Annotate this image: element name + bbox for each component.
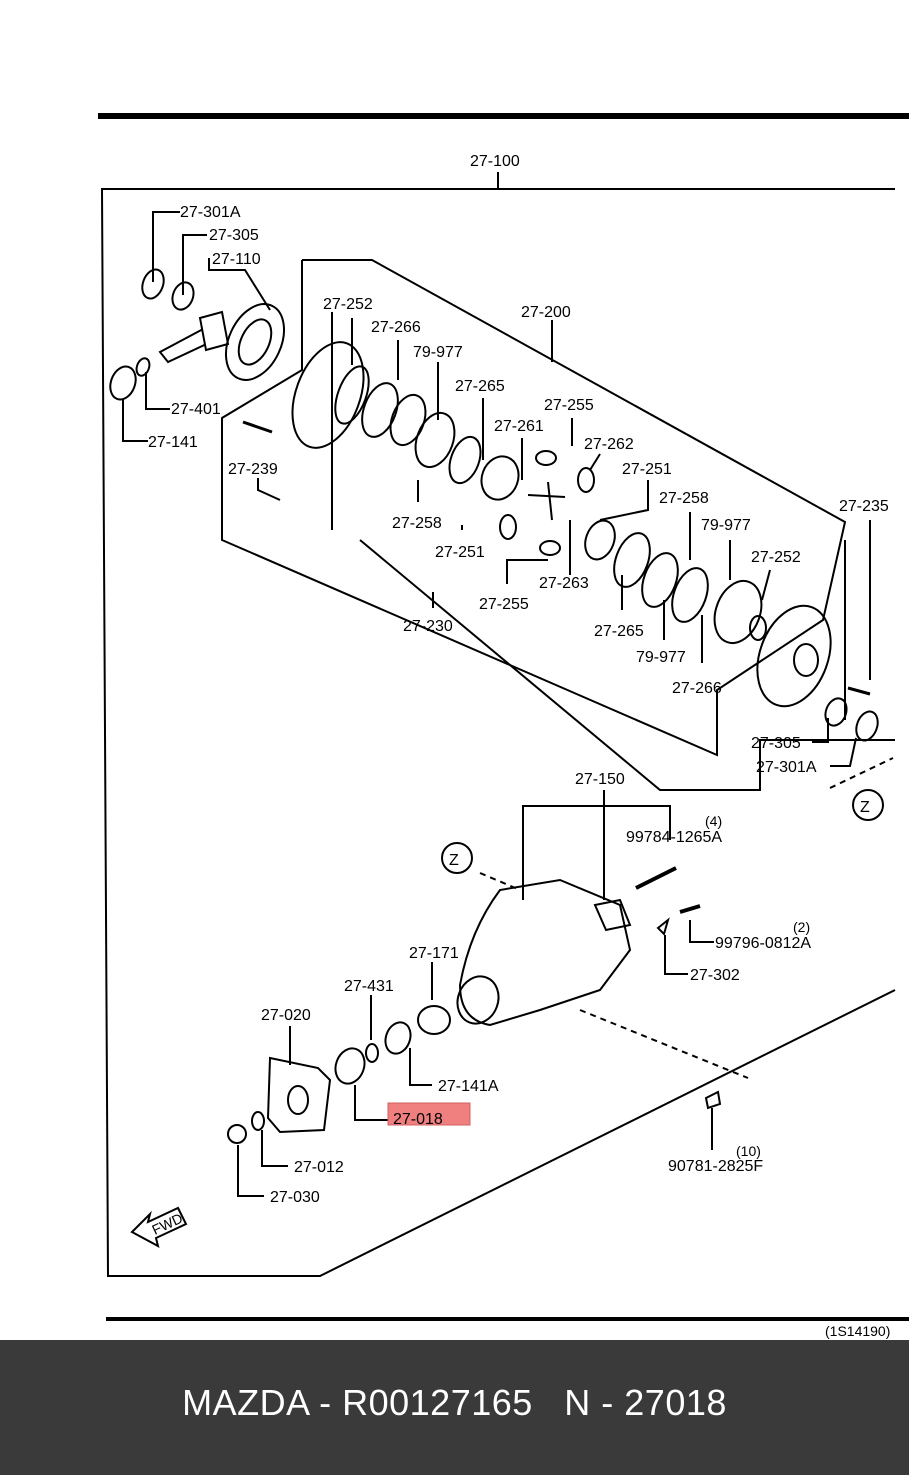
label-27-258-left: 27-258 <box>392 515 442 532</box>
label-27-431: 27-431 <box>344 978 394 995</box>
part-caption: MAZDA - R00127165 N - 27018 <box>182 1381 727 1423</box>
label-qty-10: (10) <box>736 1143 761 1159</box>
label-27-263: 27-263 <box>539 575 589 592</box>
label-27-301a-top: 27-301A <box>180 204 241 221</box>
side-gear-icon <box>480 455 520 501</box>
label-27-018: 27-018 <box>393 1111 443 1128</box>
oil-seal-front-icon <box>334 1047 366 1085</box>
label-27-262: 27-262 <box>584 436 634 453</box>
label-27-252-top: 27-252 <box>323 296 373 313</box>
label-27-255-top: 27-255 <box>544 397 594 414</box>
differential-parts <box>291 318 894 789</box>
zone-marker-right <box>852 789 884 821</box>
zone-marker-left <box>441 842 473 874</box>
highlight-box <box>387 1102 471 1126</box>
label-27-265-bottom: 27-265 <box>594 623 644 640</box>
label-qty-2: (2) <box>793 919 810 935</box>
label-79-977-bottom: 79-977 <box>636 649 686 666</box>
fwd-arrow-icon: FWD <box>130 1206 188 1248</box>
label-27-305-top: 27-305 <box>209 227 259 244</box>
differential-frame <box>221 259 847 757</box>
ring-gear-icon <box>224 303 286 381</box>
label-99796-0812a: 99796-0812A <box>715 935 811 952</box>
washer-small-icon <box>251 1111 265 1131</box>
carrier-housing-icon <box>458 878 632 1027</box>
label-27-258-right: 27-258 <box>659 490 709 507</box>
zone-label-right: Z <box>860 799 870 816</box>
label-27-265-top: 27-265 <box>455 378 505 395</box>
label-27-030: 27-030 <box>270 1189 320 1206</box>
diagram-code: (1S14190) <box>825 1323 890 1339</box>
pinion-gear-icon <box>535 450 557 466</box>
label-27-100: 27-100 <box>470 153 520 170</box>
oil-seal-icon <box>141 268 165 300</box>
label-27-230: 27-230 <box>403 618 453 635</box>
label-99784-1265a: 99784-1265A <box>626 829 722 846</box>
bearing-icon <box>171 281 195 311</box>
label-qty-4: (4) <box>705 813 722 829</box>
label-27-255-bottom: 27-255 <box>479 596 529 613</box>
label-27-252-right: 27-252 <box>751 549 801 566</box>
label-27-239: 27-239 <box>228 461 278 478</box>
label-27-012: 27-012 <box>294 1159 344 1176</box>
label-27-251-left: 27-251 <box>435 544 485 561</box>
caption-bar: MAZDA - R00127165 N - 27018 <box>0 1340 909 1475</box>
label-90781-2825f: 90781-2825F <box>668 1158 763 1175</box>
label-27-305-bottom: 27-305 <box>751 735 801 752</box>
label-27-235: 27-235 <box>839 498 889 515</box>
label-27-401: 27-401 <box>171 401 221 418</box>
label-27-266-top: 27-266 <box>371 319 421 336</box>
label-27-171: 27-171 <box>409 945 459 962</box>
diff-case-right-icon <box>756 604 832 708</box>
label-27-141a: 27-141A <box>438 1078 499 1095</box>
diff-case-left-icon <box>291 341 365 449</box>
label-27-200: 27-200 <box>521 304 571 321</box>
label-27-150: 27-150 <box>575 771 625 788</box>
label-27-266-bottom: 27-266 <box>672 680 722 697</box>
label-27-251-right: 27-251 <box>622 461 672 478</box>
label-27-261: 27-261 <box>494 418 544 435</box>
label-27-301a-bottom: 27-301A <box>756 759 817 776</box>
label-27-020: 27-020 <box>261 1007 311 1024</box>
label-79-977-top: 79-977 <box>413 344 463 361</box>
pinion-group <box>109 211 286 501</box>
washer-icon <box>365 1043 379 1063</box>
nut-icon <box>227 1124 247 1144</box>
zone-label-left: Z <box>449 852 459 869</box>
collapsible-spacer-icon <box>417 1005 451 1035</box>
parts-diagram: Z Z FWD 27-100 27-301A 27-305 27-110 27-… <box>98 113 909 1339</box>
companion-flange-icon <box>266 1056 332 1134</box>
label-27-302: 27-302 <box>690 967 740 984</box>
assembly-frame <box>100 188 896 1277</box>
label-27-141: 27-141 <box>148 434 198 451</box>
label-27-110: 27-110 <box>212 251 261 268</box>
housing-group <box>227 866 749 1197</box>
rear-bearing-icon <box>109 365 137 401</box>
label-79-977-right: 79-977 <box>701 517 751 534</box>
spacer-icon <box>135 357 151 377</box>
front-bearing-icon <box>384 1021 412 1055</box>
